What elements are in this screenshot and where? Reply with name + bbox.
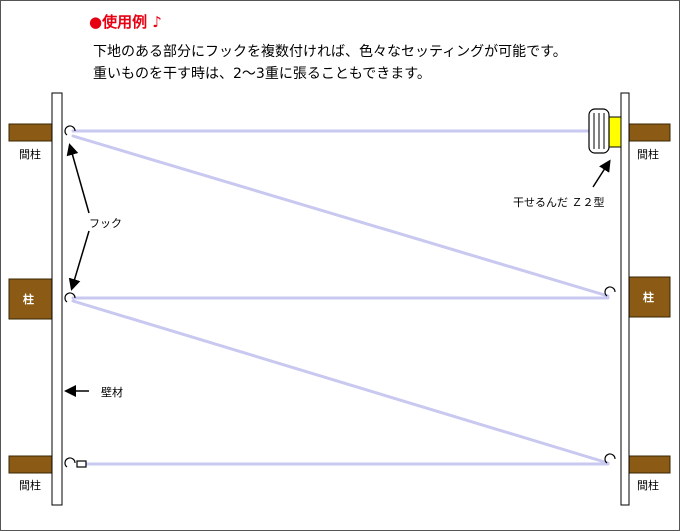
wall-board-left: [51, 92, 63, 506]
stud-label-right-top: 間柱: [637, 148, 659, 161]
stud-block-right-top: [628, 123, 671, 142]
stud-label-left-top: 間柱: [19, 148, 41, 161]
hook-icon-left-bottom: [64, 457, 76, 468]
usage-example-heading: ●使用例 ♪: [89, 13, 162, 31]
stud-label-left-bottom: 間柱: [19, 479, 41, 492]
stud-block-right-bottom: [628, 455, 671, 474]
rope-clip-icon: [76, 460, 87, 468]
stud-label-right-bottom: 間柱: [637, 479, 659, 492]
product-reel-icon: [588, 108, 622, 154]
rope-diagonal-upper: [71, 134, 610, 298]
pillar-label-right: 柱: [643, 291, 654, 304]
description-line-1: 下地のある部分にフックを複数付ければ、色々なセッティングが可能です。: [93, 44, 567, 60]
hook-icon-left-top: [64, 125, 76, 136]
wall-label: 壁材: [101, 386, 123, 399]
pillar-label-left: 柱: [23, 293, 34, 306]
hook-icon-right-bottom: [604, 453, 616, 464]
hook-label: フック: [89, 217, 122, 230]
description-line-2: 重いものを干す時は、2～3重に張ることもできます。: [93, 66, 431, 82]
stud-block-left-bottom: [8, 455, 53, 474]
rope-diagonal-lower: [71, 299, 610, 465]
stud-block-left-top: [8, 123, 53, 142]
hook-icon-right-middle: [604, 286, 616, 297]
product-label: 干せるんだ Ｚ２型: [513, 196, 605, 209]
ropes: [71, 129, 610, 466]
hook-icon-left-middle: [64, 292, 76, 303]
pillar-block-left: [8, 278, 53, 320]
arrow-to-hook-middle: [68, 230, 90, 291]
wall-board-right: [620, 92, 630, 506]
arrow-to-product: [592, 159, 611, 188]
arrow-to-hook-top: [66, 143, 90, 214]
